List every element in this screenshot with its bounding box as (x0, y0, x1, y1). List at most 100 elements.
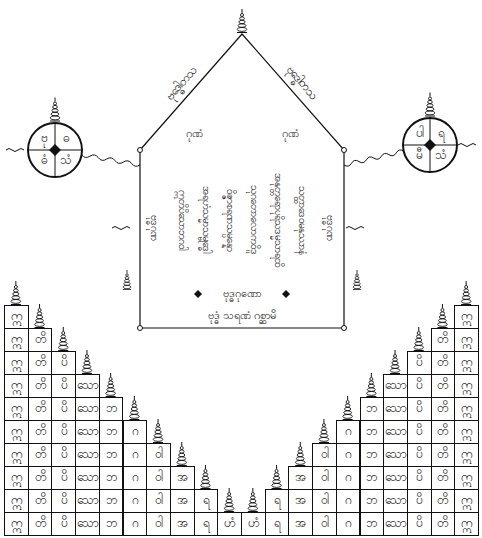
grid-cell: တိ (431, 420, 456, 444)
grid-cell: ဂ (336, 489, 361, 513)
grid-cell: ဣ (454, 443, 479, 467)
grid-cell: တိ (28, 374, 53, 398)
roof-syllable: ဂုဏံ (186, 128, 202, 140)
side-inscription: ဗုဒ္ဓဂုဏ (325, 215, 336, 241)
grid-cell: တိ (431, 489, 456, 513)
spire (295, 442, 305, 466)
grid-cell: သော (75, 466, 100, 490)
roof-inscription: ဗုဒ္ဓေါတသ (284, 63, 321, 103)
spire (353, 270, 361, 290)
grid-cell: ပိ (407, 443, 432, 467)
grid-cell: တိ (28, 443, 53, 467)
grid-cell: ရ (194, 489, 219, 513)
grid-cell: သော (383, 489, 408, 513)
grid-cell: သော (383, 512, 408, 536)
flourish (346, 227, 364, 230)
grid-cell: ဣ (4, 443, 29, 467)
grid-cell: ဣ (4, 351, 29, 375)
grid-cell: ဂ (336, 466, 361, 490)
spire (129, 396, 139, 420)
grid-cell: ပိ (51, 351, 76, 375)
grid-cell: သော (75, 443, 100, 467)
grid-cell: ဣ (4, 420, 29, 444)
grid-cell: ဣ (4, 305, 29, 329)
grid-cell: သော (383, 420, 408, 444)
grid-cell: ဝါ (312, 489, 337, 513)
grid-cell: ဂ (123, 420, 148, 444)
grid-cell: တိ (28, 512, 53, 536)
grid-cell: သော (383, 443, 408, 467)
grid-cell: အ (288, 466, 313, 490)
grid-cell: ဘ (360, 420, 385, 444)
grid-cell: ပိ (407, 512, 432, 536)
grid-cell: ရ (265, 512, 290, 536)
spire (224, 488, 234, 512)
grid-cell: ဘ (99, 420, 124, 444)
spire (11, 281, 21, 305)
grid-cell: ရ (194, 512, 219, 536)
spire (425, 93, 435, 117)
spire (272, 465, 282, 489)
spire (82, 350, 92, 374)
grid-cell: သော (75, 420, 100, 444)
shrine-box: ဗုဒ္ဓေါတသဗုဒ္ဓေါတသဂုဏံဂုဏံဣတိပိသောဘဂဝါအရ… (132, 28, 352, 334)
flourish (112, 227, 130, 230)
grid-cell: ဟံ (217, 512, 242, 536)
grid-cell: တိ (28, 397, 53, 421)
grid-cell: ဣ (4, 374, 29, 398)
grid-cell: ဣ (4, 328, 29, 352)
grid-cell: ပိ (51, 512, 76, 536)
grid-cell: ပိ (51, 374, 76, 398)
grid-cell: ဘ (360, 489, 385, 513)
spire (437, 304, 447, 328)
grid-cell: တိ (431, 374, 456, 398)
grid-cell: ဂ (123, 512, 148, 536)
roof-syllable: ဂုဏံ (282, 128, 298, 140)
grid-cell: ဝါ (312, 466, 337, 490)
grid-cell: တိ (28, 351, 53, 375)
spire (50, 98, 60, 122)
grid-cell: ဂ (336, 512, 361, 536)
grid-cell: အ (170, 512, 195, 536)
grid-cell: ဘ (360, 512, 385, 536)
spire (248, 488, 258, 512)
grid-cell: ဝါ (146, 443, 171, 467)
grid-cell: ဝါ (146, 489, 171, 513)
spire-ornaments (11, 9, 471, 512)
circle-outline (402, 117, 458, 173)
quadrant-circle: ပါရမီသံ (402, 117, 458, 173)
grid-cell: တိ (431, 328, 456, 352)
grid-cell: တိ (28, 489, 53, 513)
grid-cell: တိ (28, 328, 53, 352)
grid-cell: ဝါ (146, 512, 171, 536)
grid-cell: သော (383, 374, 408, 398)
grid-cell: ပိ (51, 397, 76, 421)
spire (319, 419, 329, 443)
grid-cell: ဣ (454, 420, 479, 444)
grid-cell: ဂ (123, 443, 148, 467)
spire (366, 373, 376, 397)
grid-cell: သော (75, 397, 100, 421)
grid-cell: ရ (265, 489, 290, 513)
spire (123, 270, 131, 290)
spire (390, 350, 400, 374)
grid-cell: အ (170, 489, 195, 513)
grid-cell: ဂ (336, 443, 361, 467)
grid-cell: ဂ (336, 420, 361, 444)
grid-cell: ဘ (360, 466, 385, 490)
grid-cell: ဣ (454, 351, 479, 375)
circle-outline (27, 122, 83, 178)
grid-cell: ဘ (99, 489, 124, 513)
vertical-inscription: သတ္ထာဒေဝမနုဿာနံ (297, 186, 308, 255)
grid-cell: ပိ (51, 466, 76, 490)
grid-cell: ဘ (99, 443, 124, 467)
grid-cell: အ (170, 466, 195, 490)
grid-cell: အ (288, 512, 313, 536)
spire (200, 465, 210, 489)
grid-cell: သော (75, 489, 100, 513)
spire (461, 281, 471, 305)
quadrant-syllable: ဗု (41, 132, 47, 145)
spire (343, 396, 353, 420)
grid-cell: ပိ (407, 374, 432, 398)
